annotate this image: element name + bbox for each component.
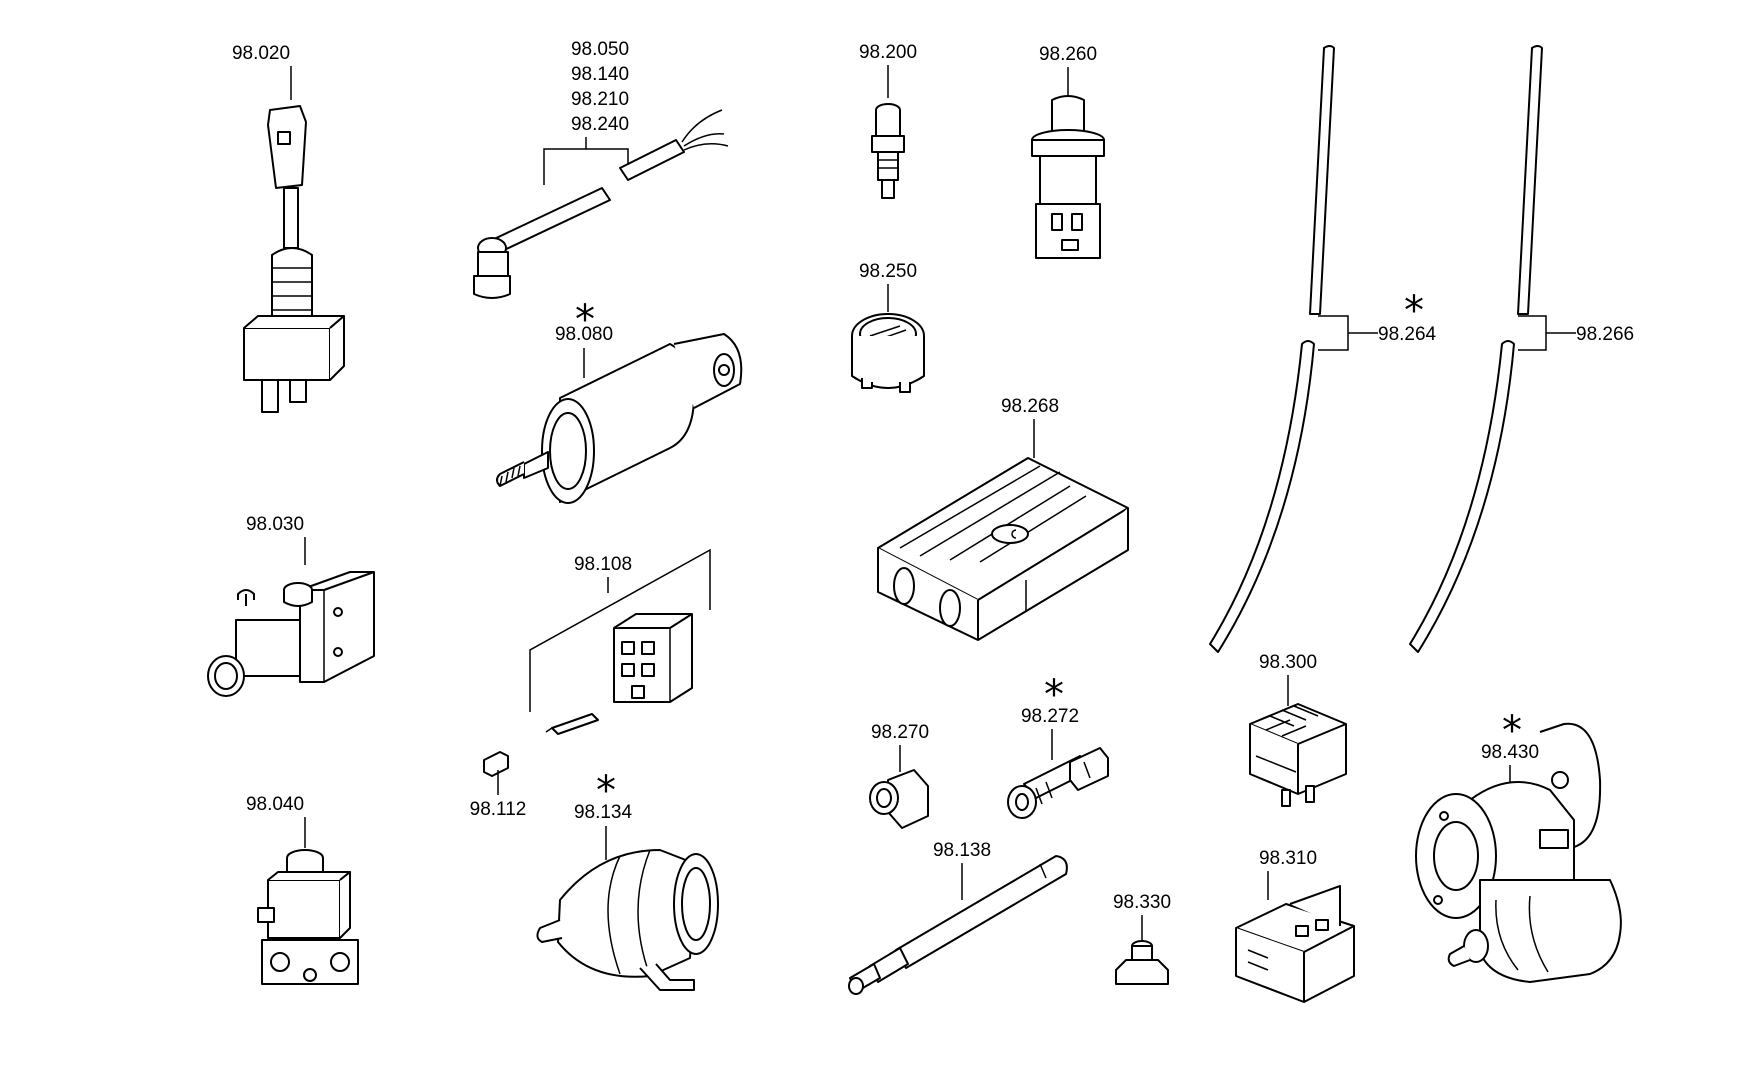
part-label-98-330: 98.330 <box>1113 892 1171 913</box>
part-label-98-030: 98.030 <box>246 514 304 535</box>
part-98-108: 98.108 <box>529 548 711 735</box>
part-98-200: 98.200 <box>859 42 917 199</box>
part-label-98-080: 98.080 <box>555 324 613 345</box>
marker-98-430: * <box>1502 708 1522 754</box>
part-98-272: * 98.272 <box>1007 672 1109 819</box>
part-label-98-430: 98.430 <box>1481 742 1539 763</box>
part-98-300: 98.300 <box>1249 652 1347 807</box>
part-label-98-260: 98.260 <box>1039 44 1097 65</box>
part-98-330: 98.330 <box>1113 892 1171 985</box>
part-label-98-134: 98.134 <box>574 802 633 823</box>
part-label-98-264: 98.264 <box>1378 324 1437 345</box>
part-label-98-020: 98.020 <box>232 43 290 64</box>
part-98-112: 98.112 <box>470 751 527 820</box>
marker-98-264: * <box>1404 288 1424 334</box>
part-label-98-050: 98.050 <box>571 39 629 60</box>
part-98-020: 98.020 <box>232 43 345 413</box>
part-98-310: 98.310 <box>1235 848 1355 1003</box>
part-98-250: 98.250 <box>851 261 925 393</box>
part-label-98-240: 98.240 <box>571 114 629 135</box>
part-label-98-108: 98.108 <box>574 554 632 575</box>
part-98-264: * 98.264 <box>1209 45 1437 653</box>
part-label-98-138: 98.138 <box>933 840 991 861</box>
marker-98-272: * <box>1044 672 1064 718</box>
part-98-134: * 98.134 <box>536 768 719 991</box>
part-98-270: 98.270 <box>869 722 929 829</box>
part-98-040: 98.040 <box>246 794 359 985</box>
part-98-030: 98.030 <box>207 514 375 697</box>
part-label-98-266: 98.266 <box>1576 324 1634 345</box>
part-label-98-272: 98.272 <box>1021 706 1079 727</box>
marker-98-134: * <box>596 768 616 814</box>
marker-98-080: * <box>575 297 595 343</box>
part-98-266: 98.266 <box>1409 45 1634 653</box>
part-label-98-300: 98.300 <box>1259 652 1317 673</box>
part-label-98-250: 98.250 <box>859 261 917 282</box>
part-98-260: 98.260 <box>1031 44 1105 259</box>
part-98-268: 98.268 <box>877 396 1129 641</box>
part-label-98-268: 98.268 <box>1001 396 1059 417</box>
part-label-98-200: 98.200 <box>859 42 917 63</box>
part-label-98-040: 98.040 <box>246 794 304 815</box>
part-label-98-310: 98.310 <box>1259 848 1317 869</box>
part-98-138: 98.138 <box>848 840 1068 995</box>
part-label-98-270: 98.270 <box>871 722 929 743</box>
part-98-080: * 98.080 <box>496 297 743 504</box>
part-label-98-140: 98.140 <box>571 64 629 85</box>
part-98-430: * 98.430 <box>1415 708 1622 983</box>
part-98-050-group: 98.050 98.140 98.210 98.240 <box>473 39 729 299</box>
part-label-98-210: 98.210 <box>571 89 629 110</box>
part-label-98-112: 98.112 <box>470 799 527 820</box>
